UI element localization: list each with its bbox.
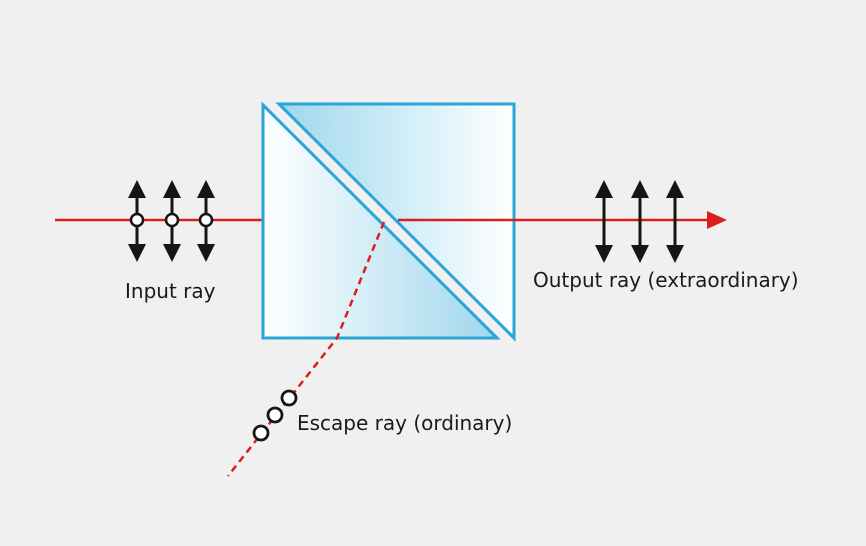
circle-icon (198, 212, 214, 228)
input-ray-label: Input ray (125, 279, 216, 303)
double-headed-arrow-icon (666, 180, 684, 263)
double-headed-arrow-icon (631, 180, 649, 263)
input-polarization-marks (128, 180, 215, 262)
output-ray-label: Output ray (extraordinary) (533, 268, 799, 292)
output-ray-arrowhead (707, 211, 727, 229)
output-polarization-marks (595, 180, 684, 263)
circle-icon (129, 212, 145, 228)
escape-polarization-marks (252, 389, 298, 442)
prism-left-half (261, 101, 501, 340)
circle-icon (252, 424, 270, 442)
circle-icon (280, 389, 298, 407)
circle-icon (164, 212, 180, 228)
circle-icon (266, 406, 284, 424)
double-headed-arrow-icon (595, 180, 613, 263)
escape-ray-label: Escape ray (ordinary) (297, 411, 513, 435)
